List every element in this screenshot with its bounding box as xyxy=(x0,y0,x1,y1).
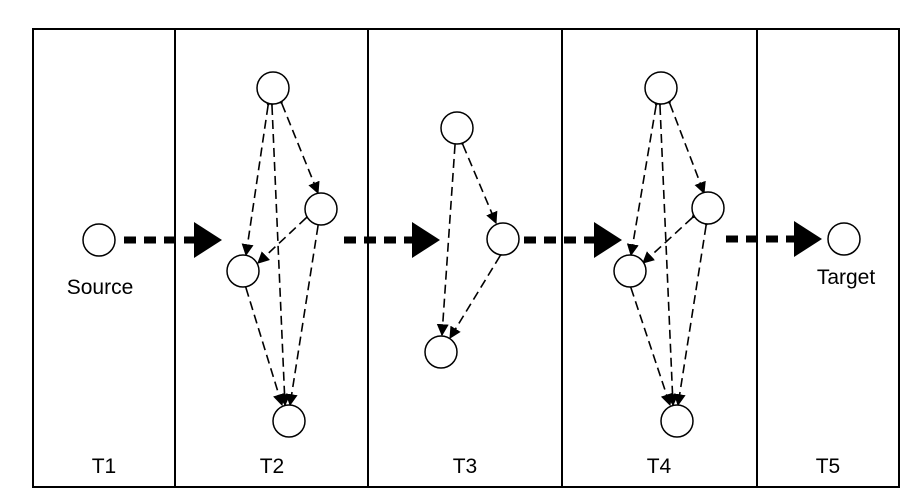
graph-node xyxy=(691,191,725,225)
transition-arrowhead xyxy=(194,222,222,258)
edge xyxy=(626,94,664,257)
edge xyxy=(449,243,511,340)
graph-node xyxy=(660,404,694,438)
graph-node xyxy=(272,404,306,438)
graph-node xyxy=(613,254,647,288)
edge xyxy=(453,132,498,225)
graph-node xyxy=(644,71,678,105)
edge xyxy=(621,275,673,407)
panel-outer-border xyxy=(32,28,900,488)
panel-label-t2: T2 xyxy=(260,455,285,478)
target-label: Target xyxy=(817,266,876,289)
graph-node xyxy=(440,111,474,145)
t2-edges xyxy=(237,91,326,407)
edge xyxy=(257,206,318,264)
transition-arrowhead xyxy=(794,221,822,257)
graph-node xyxy=(226,254,260,288)
transition-arrows xyxy=(124,221,822,258)
edge xyxy=(660,91,706,195)
graph-node xyxy=(486,222,520,256)
edge xyxy=(241,94,276,257)
t3-edges xyxy=(436,132,511,340)
source-node xyxy=(82,223,116,257)
panel-label-t3: T3 xyxy=(453,455,478,478)
edge xyxy=(642,206,705,264)
edge xyxy=(265,94,291,407)
nodes xyxy=(82,71,861,438)
edge xyxy=(653,94,679,407)
target-node xyxy=(827,222,861,256)
graph-node xyxy=(424,335,458,369)
panel-frame xyxy=(32,28,900,488)
panel-label-t5: T5 xyxy=(816,455,841,478)
panel-label-t4: T4 xyxy=(647,455,672,478)
edge xyxy=(272,91,320,195)
graph-node xyxy=(304,192,338,226)
edge xyxy=(285,214,326,407)
panel-label-t1: T1 xyxy=(92,455,117,478)
t4-edges xyxy=(621,91,714,407)
source-label: Source xyxy=(67,276,134,299)
transition-arrowhead xyxy=(594,222,622,258)
edge xyxy=(673,214,714,407)
edge xyxy=(237,275,285,407)
edge xyxy=(436,133,462,337)
transition-arrowhead xyxy=(412,222,440,258)
graph-node xyxy=(256,71,290,105)
